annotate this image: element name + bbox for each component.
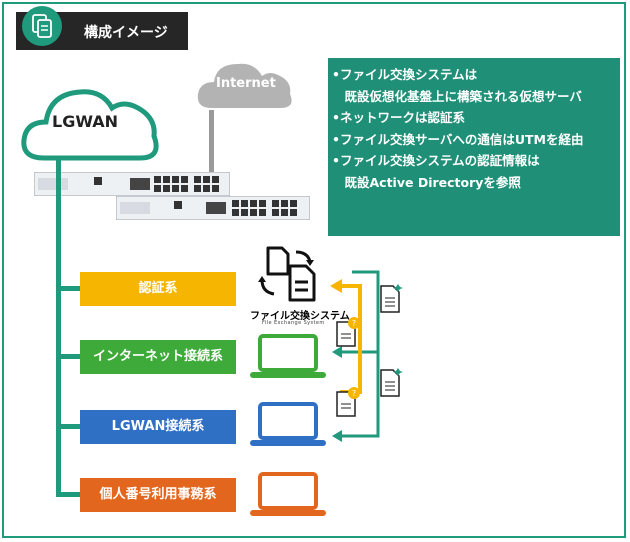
branch-line xyxy=(56,354,82,359)
lgwan-cloud xyxy=(16,78,166,168)
file-exchange-icon xyxy=(254,244,330,304)
note-line: 既設仮想化基盤上に構築される仮想サーバ xyxy=(332,88,582,104)
laptop-internet-icon xyxy=(250,334,326,380)
note-line: •ネットワークは認証系 xyxy=(332,110,465,125)
system-internet: インターネット接続系 xyxy=(80,340,236,374)
diagram-frame xyxy=(2,2,626,538)
note-line: •ファイル交換サーバへの通信はUTMを経由 xyxy=(332,131,584,147)
internet-cloud xyxy=(192,56,300,116)
note-line: •ファイル交換システムは xyxy=(332,67,478,82)
document-warning-icon: ? xyxy=(334,316,362,348)
laptop-mynumber-icon xyxy=(250,472,326,518)
lgwan-label: LGWAN xyxy=(52,112,119,131)
internet-link-line xyxy=(209,110,214,182)
svg-text:?: ? xyxy=(352,389,356,398)
internet-label: Internet xyxy=(216,76,276,91)
network-trunk-line xyxy=(56,160,61,496)
system-lgwan: LGWAN接続系 xyxy=(80,410,236,444)
note-line: 既設Active Directoryを参照 xyxy=(332,174,521,190)
svg-text:?: ? xyxy=(352,319,356,328)
system-mynumber: 個人番号利用事務系 xyxy=(80,478,236,512)
file-exchange-sublabel: File Exchange System xyxy=(262,320,325,326)
system-auth: 認証系 xyxy=(80,272,236,306)
branch-line xyxy=(56,286,82,291)
file-exchange-label: ファイル交換システム xyxy=(250,311,350,322)
document-icon xyxy=(378,282,404,314)
utm-appliance-1 xyxy=(33,171,231,197)
branch-line xyxy=(56,492,82,497)
note-line: •ファイル交換システムの認証情報は xyxy=(332,153,540,168)
page-title: 構成イメージ xyxy=(84,25,168,41)
document-warning-icon: ? xyxy=(334,386,362,418)
document-copy-icon xyxy=(22,6,62,46)
utm-appliance-2 xyxy=(115,195,311,221)
document-icon xyxy=(378,366,404,398)
branch-line xyxy=(56,424,82,429)
laptop-lgwan-icon xyxy=(250,402,326,448)
notes-box: •ファイル交換システムは 既設仮想化基盤上に構築される仮想サーバ •ネットワーク… xyxy=(328,58,620,236)
